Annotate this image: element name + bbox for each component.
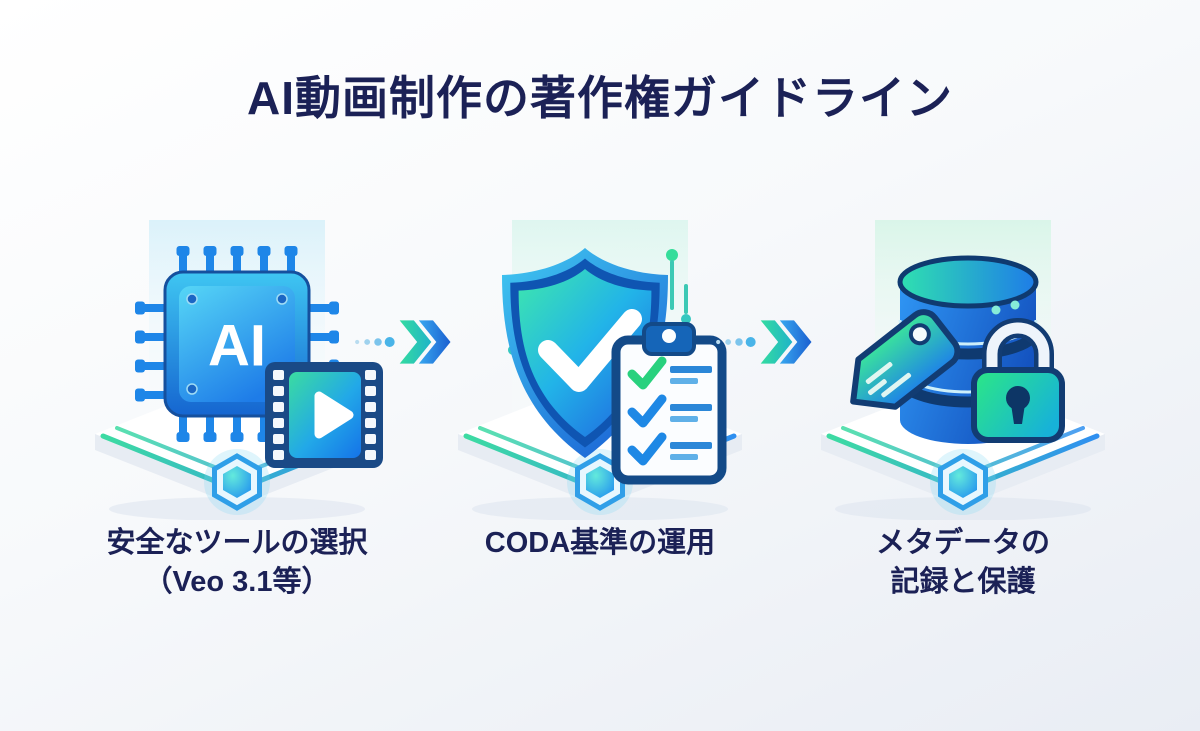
arrow-right-icon (716, 320, 812, 364)
steps-row: AI 安全なツールの選択 （Veo 3.1等） (77, 220, 1123, 602)
padlock-icon (971, 318, 1065, 443)
step-metadata-record-protection: メタデータの 記録と保護 (803, 220, 1123, 602)
arrow-right-icon (355, 320, 451, 364)
chevron-blue (418, 320, 451, 364)
step-label-line1: CODA基準の運用 (484, 527, 716, 559)
dotted-trail (716, 337, 756, 347)
check-icon (538, 309, 642, 392)
dotted-trail (355, 337, 395, 347)
tag-icon (850, 309, 961, 410)
chip-label: AI (208, 314, 266, 379)
checklist-rows (627, 356, 712, 466)
hexagon-node (930, 449, 996, 515)
step-label: メタデータの 記録と保護 (876, 524, 1050, 602)
step-coda-standard-operation: CODA基準の運用 (440, 220, 760, 602)
hexagon-node (204, 449, 270, 515)
ai-chip-with-film-strip-icon: AI (95, 220, 383, 520)
shield-check-with-clipboard-icon (458, 220, 742, 520)
step-label-line1: メタデータの (875, 527, 1050, 559)
step-label-line1: 安全なツールの選択 (106, 527, 368, 559)
chevron-blue (779, 320, 812, 364)
step-safe-tool-selection: AI 安全なツールの選択 （Veo 3.1等） (77, 220, 397, 602)
database-with-tag-and-lock-icon (821, 220, 1105, 520)
step-label-line2: （Veo 3.1等） (143, 566, 331, 599)
chevron-teal (760, 320, 793, 364)
play-icon (314, 391, 354, 439)
ai-chip-icon: AI (135, 246, 339, 442)
step-label: CODA基準の運用 (485, 524, 715, 563)
page-title: AI動画制作の著作権ガイドライン (247, 72, 953, 124)
clipboard-checklist-icon (611, 322, 727, 485)
step-label-line2: 記録と保護 (890, 566, 1036, 599)
film-strip-icon (265, 362, 383, 468)
step-label: 安全なツールの選択 （Veo 3.1等） (106, 524, 367, 602)
chevron-teal (399, 320, 432, 364)
